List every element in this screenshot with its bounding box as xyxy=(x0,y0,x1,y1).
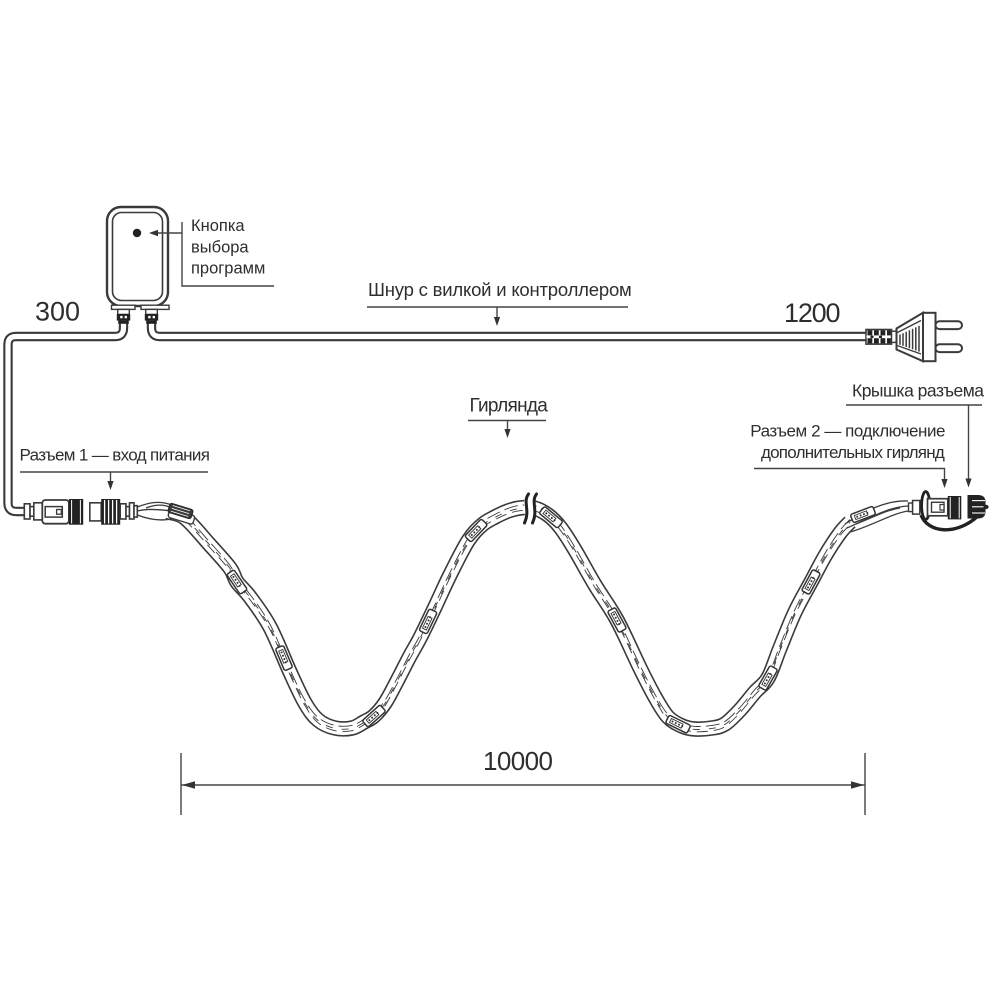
svg-text:Разъем 1 — вход питания: Разъем 1 — вход питания xyxy=(20,446,210,465)
svg-text:Гирлянда: Гирлянда xyxy=(470,396,549,417)
svg-text:300: 300 xyxy=(35,297,80,327)
svg-text:Шнур с вилкой и контроллером: Шнур с вилкой и контроллером xyxy=(368,279,632,300)
svg-text:Разъем 2 — подключение: Разъем 2 — подключение xyxy=(750,422,945,441)
svg-text:1200: 1200 xyxy=(784,298,839,328)
svg-text:дополнительных гирлянд: дополнительных гирлянд xyxy=(761,443,945,462)
svg-text:Крышка разъема: Крышка разъема xyxy=(852,381,984,401)
svg-text:программ: программ xyxy=(191,260,265,278)
svg-text:10000: 10000 xyxy=(483,746,552,776)
svg-text:выбора: выбора xyxy=(191,239,249,257)
svg-text:Кнопка: Кнопка xyxy=(191,217,245,235)
